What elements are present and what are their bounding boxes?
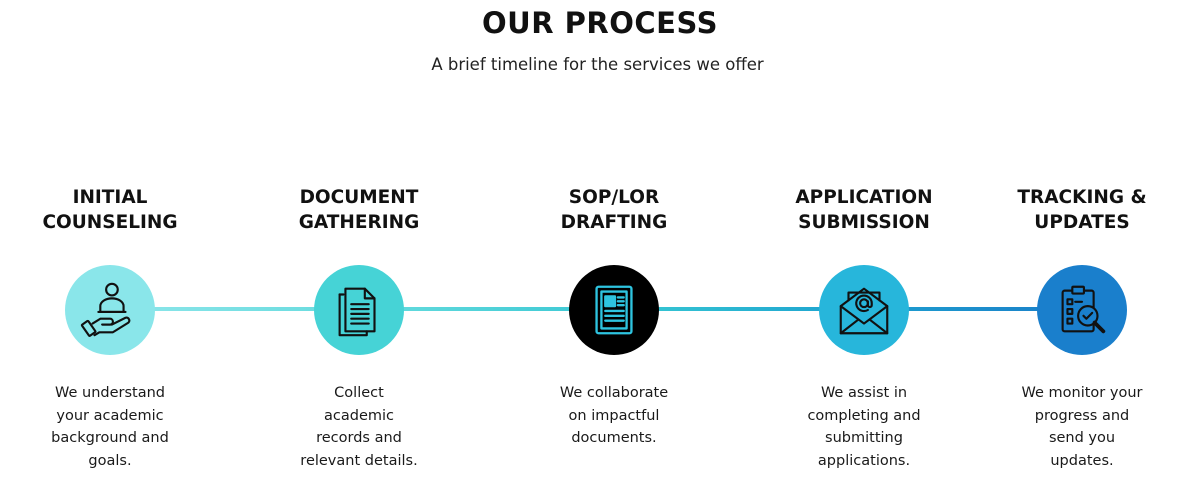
step-title: INITIAL COUNSELING [42,187,178,233]
process-step-sop-lor-drafting: SOP/LOR DRAFTING We collaborate on impac… [514,0,714,491]
step-icon-circle [1037,265,1127,355]
step-title: SOP/LOR DRAFTING [560,187,668,233]
step-icon-circle [65,265,155,355]
step-description: We monitor your progress and send you up… [1021,385,1143,469]
step-description: We collaborate on impactful documents. [559,385,669,446]
step-icon-circle [314,265,404,355]
article-icon [595,285,633,335]
person-hand-icon [80,282,131,337]
step-title: DOCUMENT GATHERING [298,187,420,233]
clipboard-search-icon [1061,285,1106,334]
process-step-initial-counseling: INITIAL COUNSELING We understand your ac… [10,0,210,491]
process-step-document-gathering: DOCUMENT GATHERING Collect academic reco… [259,0,459,491]
document-icon [338,287,376,337]
step-title: APPLICATION SUBMISSION [795,187,933,233]
email-envelope-icon [839,287,889,335]
step-icon-circle [569,265,659,355]
step-title: TRACKING & UPDATES [1017,187,1147,233]
step-icon-circle [819,265,909,355]
step-description: Collect academic records and relevant de… [300,385,418,469]
page-subtitle: A brief timeline for the services we off… [431,55,764,74]
step-description: We assist in completing and submitting a… [807,385,921,469]
step-description: We understand your academic background a… [51,385,169,469]
process-step-tracking-updates: TRACKING & UPDATES We monitor your progr… [982,0,1182,491]
process-step-application-submission: APPLICATION SUBMISSION We assist in comp… [764,0,964,491]
page-title: OUR PROCESS [482,6,718,40]
